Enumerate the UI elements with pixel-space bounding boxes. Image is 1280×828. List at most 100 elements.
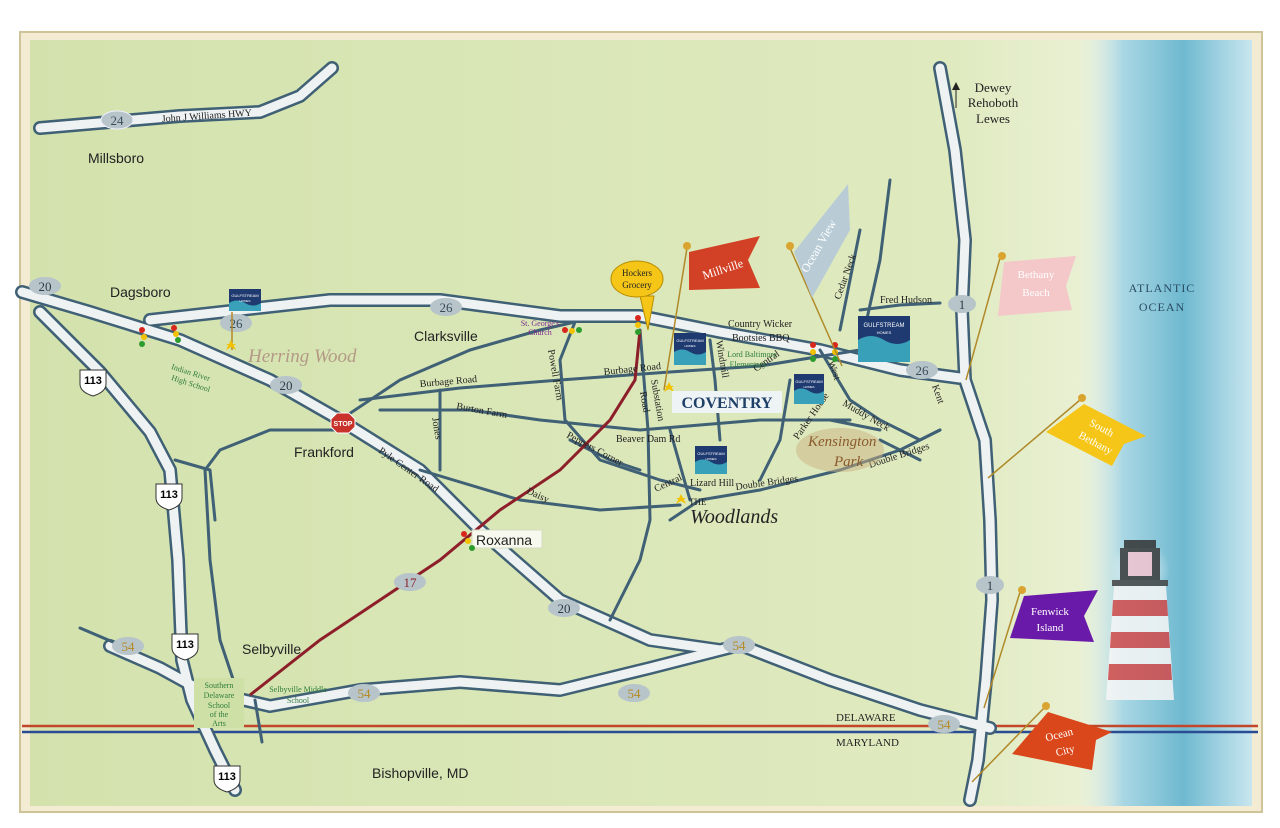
svg-text:Beach: Beach	[1022, 287, 1050, 299]
roxanna-label-box	[471, 529, 543, 549]
svg-text:City: City	[1055, 743, 1077, 759]
traffic-light-icon	[635, 315, 641, 335]
interstate-shield-icon: 113	[79, 369, 107, 397]
hockers-grocery-callout: Hockers Grocery	[610, 260, 664, 331]
route-24-label: 24	[111, 113, 125, 128]
route-shield-icon: 54	[723, 636, 755, 654]
svg-text:Fenwick: Fenwick	[1031, 606, 1069, 618]
flag-fenwick-island: Fenwick Island	[983, 586, 1098, 709]
state-maryland-label: MARYLAND	[836, 737, 899, 749]
svg-text:Grocery: Grocery	[622, 280, 652, 290]
road-label: Road	[637, 391, 651, 414]
traffic-light-icon	[810, 342, 816, 362]
route-shield-icon: 54	[618, 684, 650, 702]
svg-text:GULFSTREAM: GULFSTREAM	[231, 293, 258, 298]
route-shields: 24 26 26 26 20 20 20 54 54 54 54 54 17 1…	[29, 110, 1004, 733]
route-shield-icon: 1	[976, 576, 1004, 594]
road-label: Fred Hudson	[880, 295, 932, 306]
route-113-label: 113	[160, 489, 178, 501]
herring-wood-community: Herring Wood	[226, 312, 357, 367]
svg-text:GULFSTREAM: GULFSTREAM	[795, 379, 822, 384]
local-roads	[78, 178, 942, 744]
svg-text:GULFSTREAM: GULFSTREAM	[863, 323, 904, 329]
town-clarksville: Clarksville	[414, 328, 478, 344]
route-shield-icon: 26	[220, 314, 252, 332]
town-millsboro: Millsboro	[88, 150, 144, 166]
southern-delaware-school-label: Southern Delaware School of the Arts	[194, 678, 244, 728]
svg-text:Island: Island	[1037, 622, 1064, 634]
flag-millville: Millville	[663, 236, 760, 391]
town-frankford: Frankford	[294, 444, 354, 460]
svg-text:ATLANTIC: ATLANTIC	[1129, 281, 1196, 295]
svg-text:Dewey: Dewey	[975, 80, 1012, 95]
svg-text:THE: THE	[689, 497, 707, 507]
svg-text:HOMES: HOMES	[684, 344, 695, 348]
town-bishopville: Bishopville, MD	[372, 765, 468, 781]
gulfstream-homes-logo: GULFSTREAM HOMES	[794, 374, 824, 404]
gulfstream-homes-logo: GULFSTREAM HOMES	[695, 446, 727, 474]
interstate-shield-icon: 113	[171, 633, 199, 661]
svg-text:Hockers: Hockers	[622, 268, 652, 278]
route-20-label: 20	[39, 279, 52, 294]
road-label: Lizard Hill	[690, 478, 734, 489]
gulfstream-homes-logo: GULFSTREAM HOMES	[674, 333, 706, 365]
route-shield-icon: 24	[100, 110, 134, 130]
selbyville-middle-school-label: Selbyville Middle School	[269, 685, 327, 705]
route-54-label: 54	[122, 639, 136, 654]
svg-text:OCEAN: OCEAN	[1139, 300, 1185, 314]
svg-text:Selbyville Middle: Selbyville Middle	[269, 685, 327, 694]
svg-text:Herring Wood: Herring Wood	[247, 346, 357, 367]
route-20-label: 20	[558, 601, 571, 616]
svg-text:Lord Baltimore: Lord Baltimore	[727, 350, 777, 359]
route-1-label: 1	[987, 578, 994, 593]
atlantic-ocean-label: ATLANTIC OCEAN	[1129, 281, 1196, 314]
svg-text:GULFSTREAM: GULFSTREAM	[697, 451, 724, 456]
route-26-label: 26	[440, 300, 454, 315]
town-dagsboro: Dagsboro	[110, 284, 171, 300]
coventry-community: COVENTRY	[664, 382, 782, 413]
route-54-label: 54	[938, 717, 952, 732]
svg-text:Park: Park	[833, 454, 864, 470]
lighthouse-illustration	[1106, 540, 1174, 700]
kensington-park-community: Kensington Park	[796, 428, 884, 472]
svg-text:HOMES: HOMES	[239, 299, 250, 303]
road-label: Country Wicker	[728, 319, 793, 330]
road-label: Burbage Road	[419, 374, 477, 390]
star-marker-icon	[664, 382, 674, 392]
svg-text:HOMES: HOMES	[803, 385, 814, 389]
traffic-light-icon	[461, 531, 475, 551]
svg-text:Lewes: Lewes	[976, 111, 1010, 126]
route-20-label: 20	[280, 378, 293, 393]
route-shield-icon: 54	[112, 637, 144, 655]
route-shield-icon: 20	[29, 277, 61, 295]
svg-text:COVENTRY: COVENTRY	[682, 395, 773, 412]
road-label: Beaver Dam Rd	[616, 434, 680, 445]
route-shield-icon: 26	[430, 298, 462, 316]
svg-text:STOP: STOP	[334, 421, 353, 428]
route-26-label: 26	[916, 363, 930, 378]
svg-text:Delaware: Delaware	[204, 691, 235, 700]
route-113-label: 113	[218, 771, 236, 783]
star-marker-icon	[226, 340, 236, 350]
woodlands-community: THE Woodlands	[676, 494, 778, 528]
svg-text:St. George's: St. George's	[521, 319, 560, 328]
route-54-label: 54	[733, 638, 747, 653]
traffic-lights	[139, 315, 838, 551]
svg-text:HOMES: HOMES	[877, 330, 892, 335]
town-roxanna: Roxanna	[476, 532, 532, 548]
svg-text:Woodlands: Woodlands	[690, 506, 778, 528]
route-113-label: 113	[176, 639, 194, 651]
route-shield-icon: 20	[270, 376, 302, 394]
route-shield-icon: 17	[394, 573, 426, 591]
route-17-line	[249, 329, 642, 697]
svg-text:Southern: Southern	[205, 681, 234, 690]
us-113-shields: 113 113 113 113	[79, 369, 241, 793]
lord-baltimore-elementary-label: Lord Baltimore Elementary	[727, 350, 777, 369]
svg-text:Rehoboth: Rehoboth	[968, 95, 1019, 110]
route-shield-icon: 26	[906, 361, 938, 379]
gulfstream-badges: GULFSTREAM HOMES GULFSTREAM HOMES GULFST…	[229, 289, 910, 474]
gulfstream-homes-logo: GULFSTREAM HOMES	[858, 316, 910, 362]
st-georges-church-label: St. George's Church	[521, 319, 560, 337]
state-delaware-label: DELAWARE	[836, 712, 896, 724]
